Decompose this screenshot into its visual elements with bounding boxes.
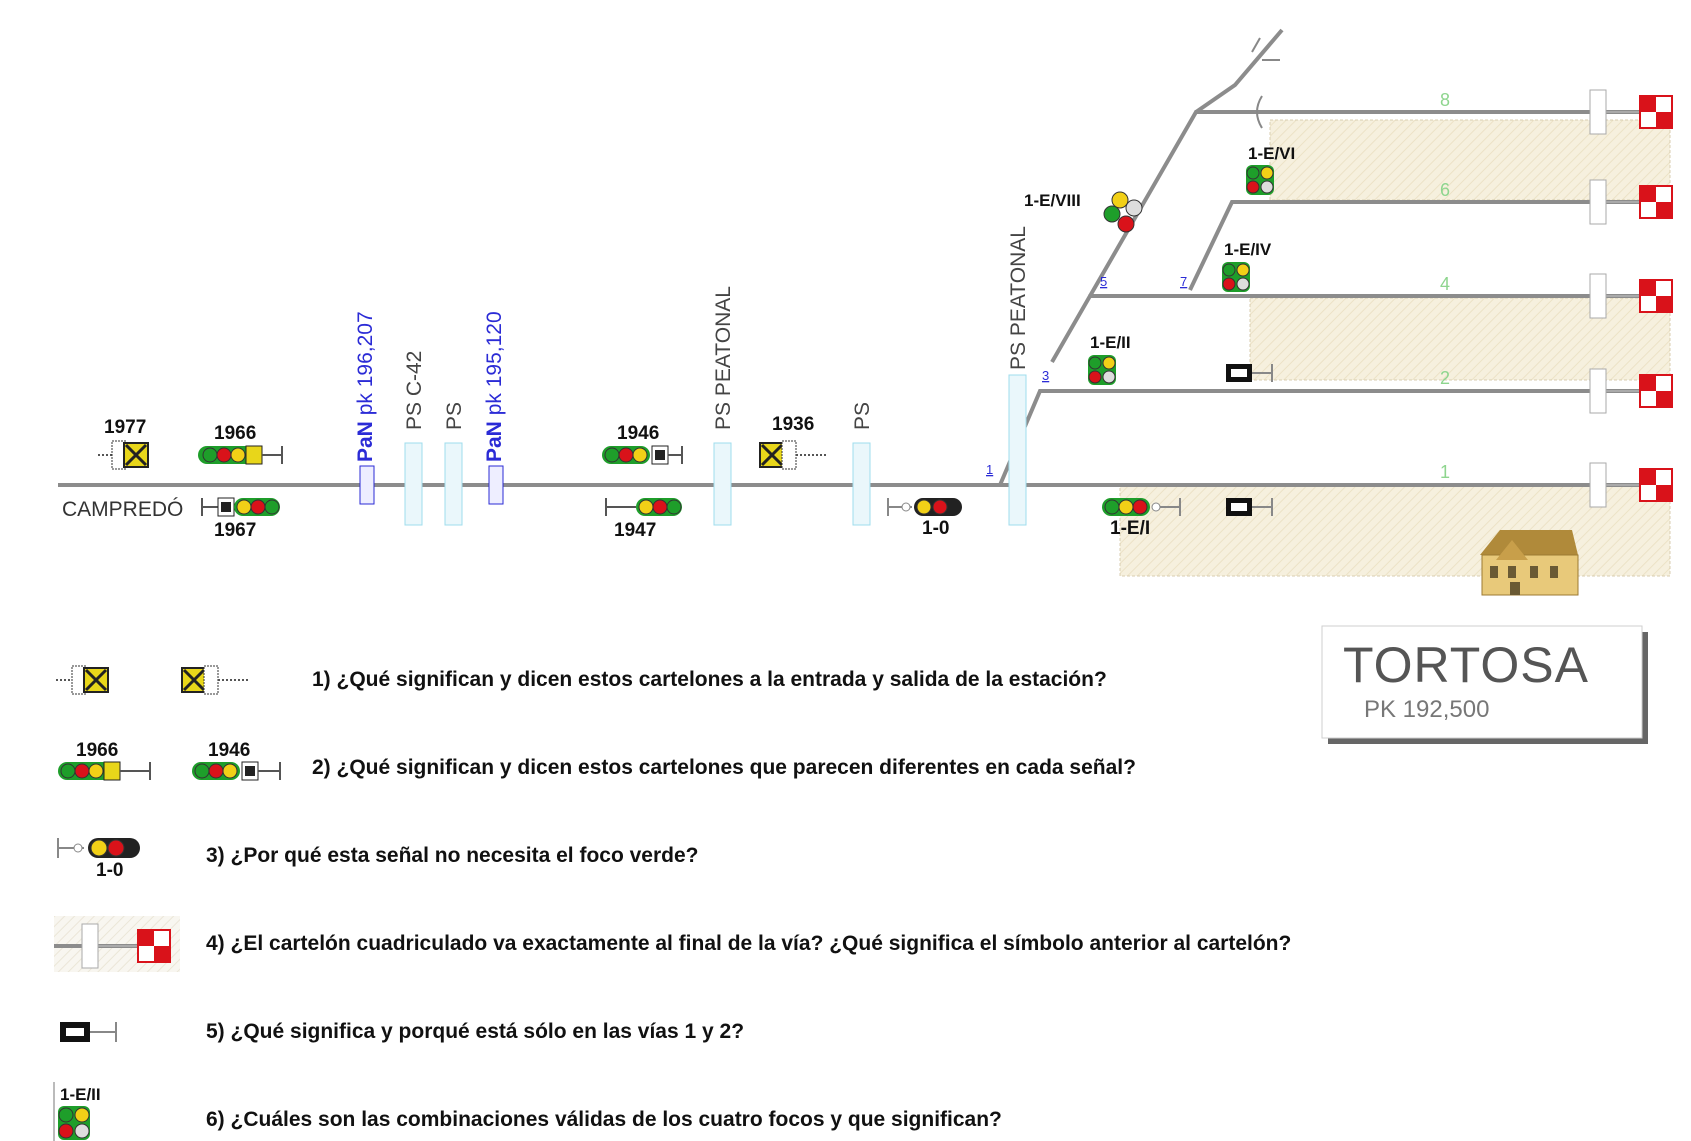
pan-196207-marker <box>359 465 375 505</box>
platform-middle <box>1249 297 1671 381</box>
end-of-track-track-2 <box>1589 368 1673 414</box>
track-number-2: 2 <box>1440 368 1450 388</box>
signal-1-e-ii: 1-E/II <box>1088 333 1131 385</box>
question-2: 2) ¿Qué significan y dicen estos cartelo… <box>312 756 1136 779</box>
tracks <box>58 28 1640 487</box>
track-number-6: 6 <box>1440 180 1450 200</box>
crossings: PaN pk 196,207 PS C-42 PS PaN pk 195,120… <box>354 226 1030 526</box>
end-of-track-track-1 <box>1589 462 1673 508</box>
signal-1-e-i: 1-E/I <box>1102 498 1181 539</box>
switch-number-3: 3 <box>1042 368 1049 383</box>
legend-signal-1946-icon: 1946 <box>192 740 281 781</box>
station-building-icon <box>1480 530 1579 596</box>
signal-1-e-vi: 1-E/VI <box>1246 144 1295 195</box>
track-8-buffer-arc <box>1256 95 1263 129</box>
signal-1966: 1966 <box>198 423 283 465</box>
end-of-track-markers <box>1589 89 1673 508</box>
end-of-track-track-4 <box>1589 273 1673 319</box>
ps-marker-b <box>852 442 871 526</box>
switch-number-5: 5 <box>1100 274 1107 289</box>
end-of-track-track-6 <box>1589 179 1673 225</box>
signal-1-e-viii-label: 1-E/VIII <box>1024 191 1081 210</box>
ps-label-a: PS <box>443 402 466 430</box>
buffer-stop-icon <box>1589 462 1607 508</box>
signal-1947-label: 1947 <box>614 520 656 541</box>
legend-end-of-track-icon <box>54 916 180 972</box>
signal-1-e-vi-label: 1-E/VI <box>1248 144 1295 163</box>
signal-1-0: 1-0 <box>887 498 962 539</box>
stop-board-track-2 <box>1226 364 1273 382</box>
question-6: 6) ¿Cuáles son las combinaciones válidas… <box>206 1108 1002 1131</box>
buffer-stop-icon <box>1589 368 1607 414</box>
legend-signal-1946-label: 1946 <box>208 740 250 761</box>
track-2 <box>998 389 1640 486</box>
legend-signal-1-0-icon: 1-0 <box>57 838 140 881</box>
legend-signal-1-0-label: 1-0 <box>96 860 123 881</box>
signal-1-e-viii: 1-E/VIII <box>1024 191 1143 233</box>
question-5: 5) ¿Qué significa y porqué está sólo en … <box>206 1020 745 1043</box>
exit-board-1936-label: 1936 <box>772 414 814 435</box>
signal-1967-label: 1967 <box>214 520 256 541</box>
entry-board-1977: 1977 <box>98 417 149 470</box>
legend-entry-board-icon <box>56 665 109 695</box>
legend-signal-1966-label: 1966 <box>76 740 118 761</box>
signal-1-e-iv-label: 1-E/IV <box>1224 240 1272 259</box>
stop-board-track-1 <box>1226 498 1273 516</box>
station-sign <box>1321 625 1648 744</box>
legend-signal-1-e-ii-icon: 1-E/II <box>53 1082 101 1141</box>
signal-1967: 1967 <box>201 497 280 541</box>
exit-board-1936: 1936 <box>759 414 826 470</box>
platform-main <box>1119 485 1671 577</box>
legend-signal-1966-icon: 1966 <box>58 740 151 781</box>
signal-1966-label: 1966 <box>214 423 256 444</box>
buffer-stop-icon <box>1589 179 1607 225</box>
station-pk: PK 192,500 <box>1364 696 1490 723</box>
question-3: 3) ¿Por qué esta señal no necesita el fo… <box>206 844 699 867</box>
pan-196207-label: PaN pk 196,207 <box>354 311 377 462</box>
ps-peatonal-label-2: PS PEATONAL <box>1007 226 1030 370</box>
signal-1946-label: 1946 <box>617 423 659 444</box>
signal-1-e-ii-label: 1-E/II <box>1090 333 1131 352</box>
track-number-4: 4 <box>1440 274 1450 294</box>
ps-peatonal-label-1: PS PEATONAL <box>712 286 735 430</box>
signal-1-0-label: 1-0 <box>922 518 949 539</box>
legend-stop-board-icon <box>60 1022 117 1042</box>
station-name: TORTOSA <box>1343 637 1589 693</box>
ps-marker-a <box>444 442 463 526</box>
pan-195120-label: PaN pk 195,120 <box>483 311 506 462</box>
signal-1947: 1947 <box>605 498 682 541</box>
legend-exit-board-icon <box>181 665 250 695</box>
entry-board-1977-label: 1977 <box>104 417 146 438</box>
switch-number-7: 7 <box>1180 274 1187 289</box>
signal-1-e-i-label: 1-E/I <box>1110 518 1150 539</box>
signal-1-e-iv: 1-E/IV <box>1222 240 1272 292</box>
buffer-stop-icon <box>1589 273 1607 319</box>
buffer-stop-icon <box>1589 89 1607 135</box>
branch-fork <box>1251 37 1280 61</box>
end-of-track-track-8 <box>1589 89 1673 135</box>
ps-c42-marker <box>404 442 423 526</box>
track-number-1: 1 <box>1440 462 1450 482</box>
ps-peatonal-marker-1 <box>713 442 732 526</box>
ps-c42-label: PS C-42 <box>403 351 426 430</box>
ps-peatonal-marker-2 <box>1008 374 1027 526</box>
track-branch <box>1194 28 1284 114</box>
question-4: 4) ¿El cartelón cuadriculado va exactame… <box>206 932 1292 955</box>
question-1: 1) ¿Qué significan y dicen estos cartelo… <box>312 668 1107 691</box>
ps-label-b: PS <box>851 402 874 430</box>
track-6 <box>1188 200 1640 291</box>
legend-signal-1-e-ii-label: 1-E/II <box>60 1085 101 1104</box>
track-number-8: 8 <box>1440 90 1450 110</box>
origin-station-label: CAMPREDÓ <box>62 498 183 521</box>
pan-195120-marker <box>488 465 504 505</box>
switch-number-1: 1 <box>986 462 993 477</box>
signal-1946: 1946 <box>602 423 683 465</box>
platform-upper <box>1269 119 1671 201</box>
